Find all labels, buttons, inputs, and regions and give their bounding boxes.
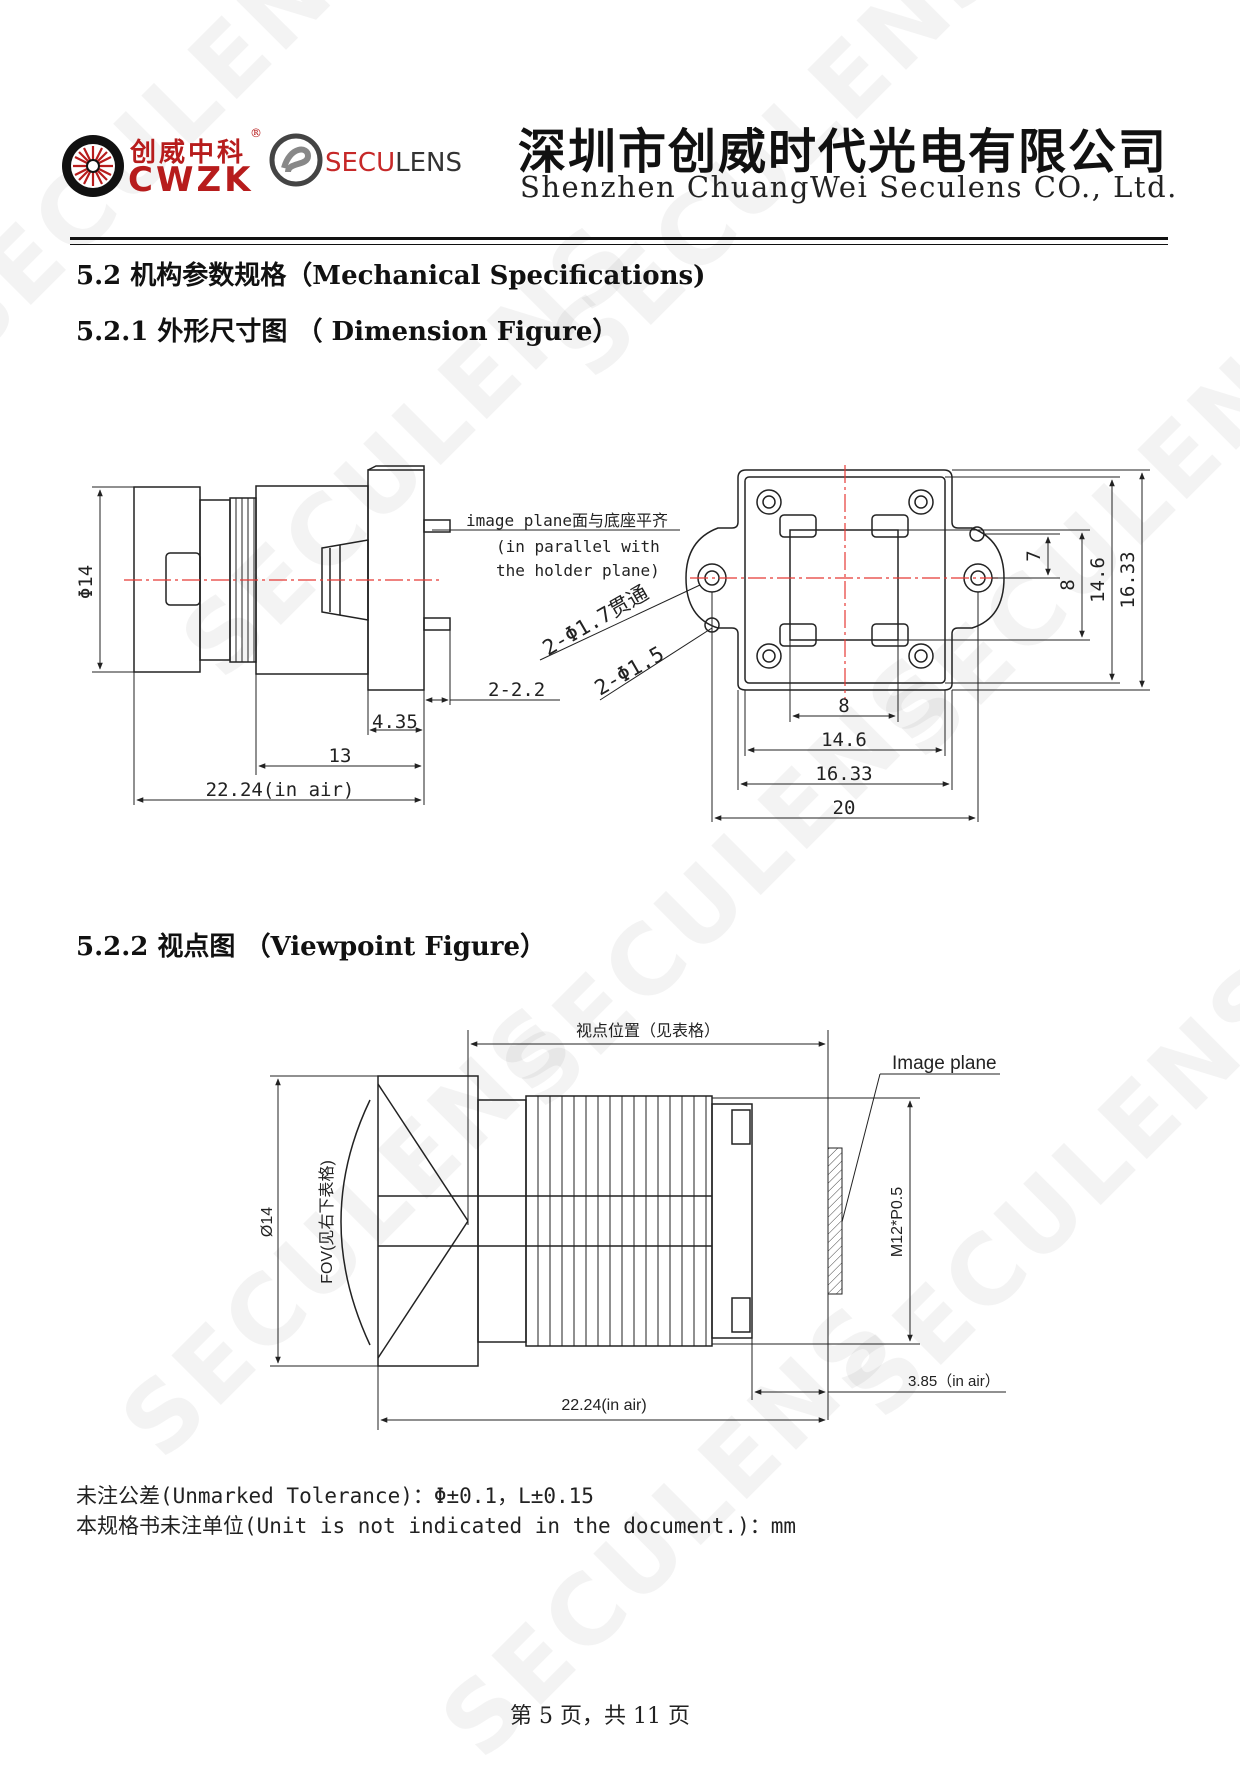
brand-en: CWZK bbox=[128, 160, 254, 200]
brand-cn: 创威中科 bbox=[130, 138, 247, 168]
dim-v-16-33: 16.33 bbox=[1117, 551, 1139, 608]
dim-13: 13 bbox=[329, 745, 352, 767]
dim-v-14-6: 14.6 bbox=[1087, 557, 1109, 603]
unit-note: 本规格书未注单位(Unit is not indicated in the do… bbox=[76, 1514, 797, 1538]
dim-v-8: 8 bbox=[1057, 579, 1079, 590]
lens-side-view bbox=[133, 465, 451, 691]
company-name-cn: 深圳市创威时代光电有限公司 bbox=[518, 124, 1169, 180]
registered-mark: ® bbox=[250, 126, 262, 140]
front-view-dimensions bbox=[711, 469, 1150, 822]
dim-h-16-33: 16.33 bbox=[815, 763, 872, 785]
viewpoint-dimensions bbox=[270, 1030, 1006, 1430]
viewpoint-figure: 视点位置（见表格） Image plane Ø14 FOV(见右下表格) M12… bbox=[259, 1022, 1006, 1430]
dimension-figure: Φ14 4.35 2-2.2 13 22.24(in air) image pl… bbox=[75, 465, 1150, 822]
dim-dia14: Φ14 bbox=[75, 565, 97, 599]
seculens-wordmark: SECULENS bbox=[325, 148, 462, 178]
image-plane-label: Image plane bbox=[892, 1053, 997, 1074]
seculens-part-a: SECU bbox=[325, 148, 396, 178]
dim-viewpoint-22-24: 22.24(in air) bbox=[561, 1397, 646, 1414]
header-rule-thin bbox=[70, 244, 1168, 245]
note-line-1: image plane面与底座平齐 bbox=[466, 511, 668, 530]
viewpoint-dia14: Ø14 bbox=[259, 1207, 276, 1237]
hole-through-label: 2-Φ1.7贯通 bbox=[539, 581, 653, 661]
tolerance-note: 未注公差(Unmarked Tolerance)：Φ±0.1，L±0.15 bbox=[76, 1484, 594, 1508]
section-5-2-heading: 5.2 机构参数规格（Mechanical Specifications) bbox=[76, 261, 706, 291]
dim-4-35: 4.35 bbox=[372, 711, 418, 733]
dim-22-24: 22.24(in air) bbox=[206, 779, 355, 801]
seculens-logo-icon bbox=[269, 133, 323, 187]
seculens-part-b: LENS bbox=[395, 148, 462, 178]
dim-h-20: 20 bbox=[833, 797, 856, 819]
hole-1-5-label: 2-Φ1.5 bbox=[591, 642, 669, 701]
dim-h-14-6: 14.6 bbox=[821, 729, 867, 751]
note-line-2: (in parallel with bbox=[496, 537, 660, 556]
fov-label: FOV(见右下表格) bbox=[318, 1160, 336, 1284]
header-rule-thick bbox=[70, 237, 1168, 240]
page-number: 第 5 页，共 11 页 bbox=[510, 1704, 690, 1729]
note-line-3: the holder plane) bbox=[496, 561, 660, 580]
dim-v-7: 7 bbox=[1023, 550, 1045, 561]
dim-2-2-2: 2-2.2 bbox=[488, 679, 545, 701]
dim-3-85: 3.85（in air） bbox=[908, 1373, 1000, 1390]
image-plane-hatch bbox=[827, 1147, 843, 1295]
side-view-dimensions bbox=[92, 486, 680, 805]
dim-h-8: 8 bbox=[838, 695, 849, 717]
section-5-2-2-heading: 5.2.2 视点图 （Viewpoint Figure） bbox=[76, 932, 547, 962]
section-5-2-1-heading: 5.2.1 外形尺寸图 （ Dimension Figure） bbox=[76, 317, 619, 347]
company-name-en: Shenzhen ChuangWei Seculens CO., Ltd. bbox=[520, 170, 1178, 204]
viewpoint-position-label: 视点位置（见表格） bbox=[576, 1022, 720, 1040]
lens-viewpoint-drawing bbox=[340, 1075, 753, 1367]
cwzk-logo-icon bbox=[62, 135, 124, 197]
thread-label: M12*P0.5 bbox=[889, 1187, 906, 1257]
